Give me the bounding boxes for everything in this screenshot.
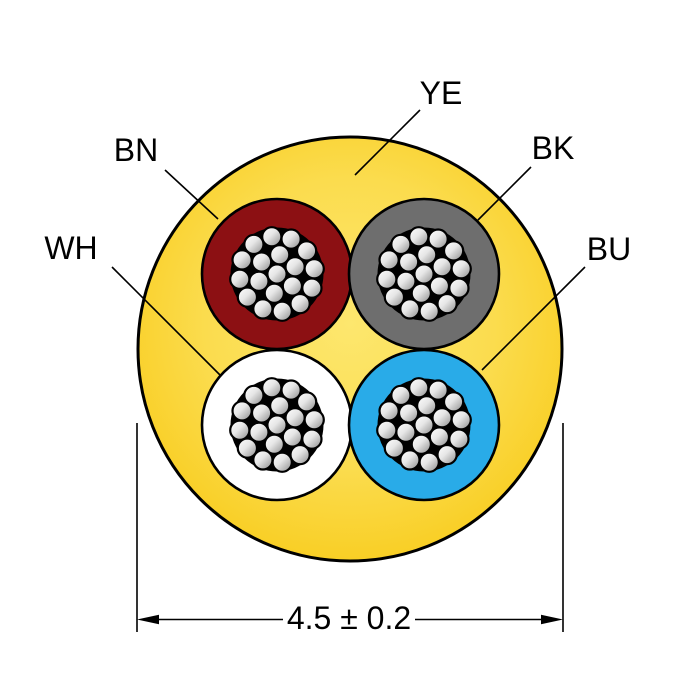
leader-line-bn: [164, 169, 219, 220]
wire-strand: [250, 402, 273, 424]
leader-line-wh: [111, 266, 221, 376]
wire-strand: [442, 240, 465, 262]
wire-strand: [378, 400, 400, 422]
wire-strand: [397, 251, 420, 273]
wire-strand: [427, 379, 449, 401]
wire-strand: [442, 391, 465, 413]
dimension-arrow-left: [137, 614, 159, 625]
wire-strand: [261, 226, 283, 248]
wire-strand: [231, 400, 253, 422]
wire-strand: [269, 243, 291, 266]
jacket-label-ye: YE: [419, 75, 463, 111]
leader-line-bk: [477, 166, 532, 221]
wire-strand: [436, 292, 458, 315]
wire-strand: [376, 268, 398, 290]
wire-strand: [229, 268, 251, 290]
wire-strand: [390, 233, 412, 256]
wire-strand: [243, 233, 265, 256]
wire-strand: [383, 437, 406, 459]
conductor-bk: [347, 197, 501, 351]
wire-strand: [399, 449, 421, 471]
wire-strand: [410, 433, 432, 455]
wire-strand: [269, 395, 291, 417]
wire-strand: [448, 277, 470, 299]
wire-strand: [271, 300, 293, 322]
wire-strand: [418, 451, 440, 473]
wire-strand: [243, 384, 265, 407]
wire-strand: [303, 258, 325, 280]
wire-strand: [408, 226, 430, 248]
wire-strand: [448, 428, 470, 450]
wire-strand: [427, 228, 449, 250]
wire-strand: [271, 451, 293, 473]
leader-line-bu: [481, 266, 586, 371]
wire-strand: [410, 282, 432, 304]
wire-strand: [397, 402, 420, 424]
conductor-wh: [200, 348, 354, 502]
wire-strand: [416, 243, 438, 266]
conductor-bn: [200, 197, 354, 351]
wire-strand: [280, 379, 302, 401]
wire-strand: [378, 249, 400, 271]
wire-strand: [301, 428, 323, 450]
wire-strand: [280, 228, 302, 250]
wire-strand: [289, 443, 311, 466]
wire-strand: [263, 282, 285, 304]
dimension-arrow-right: [541, 614, 563, 625]
leader-line-ye: [354, 109, 421, 176]
wire-strand: [436, 443, 458, 466]
wire-strand: [236, 437, 259, 459]
wire-strand: [303, 409, 325, 431]
wire-strand: [301, 277, 323, 299]
wire-strand: [450, 409, 472, 431]
wire-strand: [252, 449, 274, 471]
wire-strand: [250, 251, 273, 273]
wire-strand: [295, 391, 318, 413]
wire-strand: [418, 300, 440, 322]
conductor-label-bk: BK: [531, 130, 575, 166]
wire-strand: [261, 377, 283, 399]
wire-strand: [263, 433, 285, 455]
conductor-label-bu: BU: [586, 231, 632, 267]
wire-strand: [236, 286, 259, 308]
wire-strand: [428, 275, 451, 297]
wire-strand: [390, 384, 412, 407]
wire-strand: [416, 395, 438, 417]
wire-strand: [383, 286, 406, 308]
wire-strand: [399, 298, 421, 320]
wire-strand: [289, 292, 311, 315]
wire-strand: [231, 249, 253, 271]
wire-strand: [229, 419, 251, 441]
wire-strand: [450, 258, 472, 280]
wire-strand: [376, 419, 398, 441]
wire-strand: [281, 275, 304, 297]
conductor-label-wh: WH: [44, 230, 98, 266]
conductor-bu: [347, 348, 501, 502]
wire-strand: [252, 298, 274, 320]
conductor-label-bn: BN: [113, 132, 159, 168]
wire-strand: [408, 377, 430, 399]
dimension-label: 4.5 ± 0.2: [286, 600, 412, 636]
wire-strand: [281, 426, 304, 448]
wire-strand: [428, 426, 451, 448]
wire-strand: [295, 240, 318, 262]
